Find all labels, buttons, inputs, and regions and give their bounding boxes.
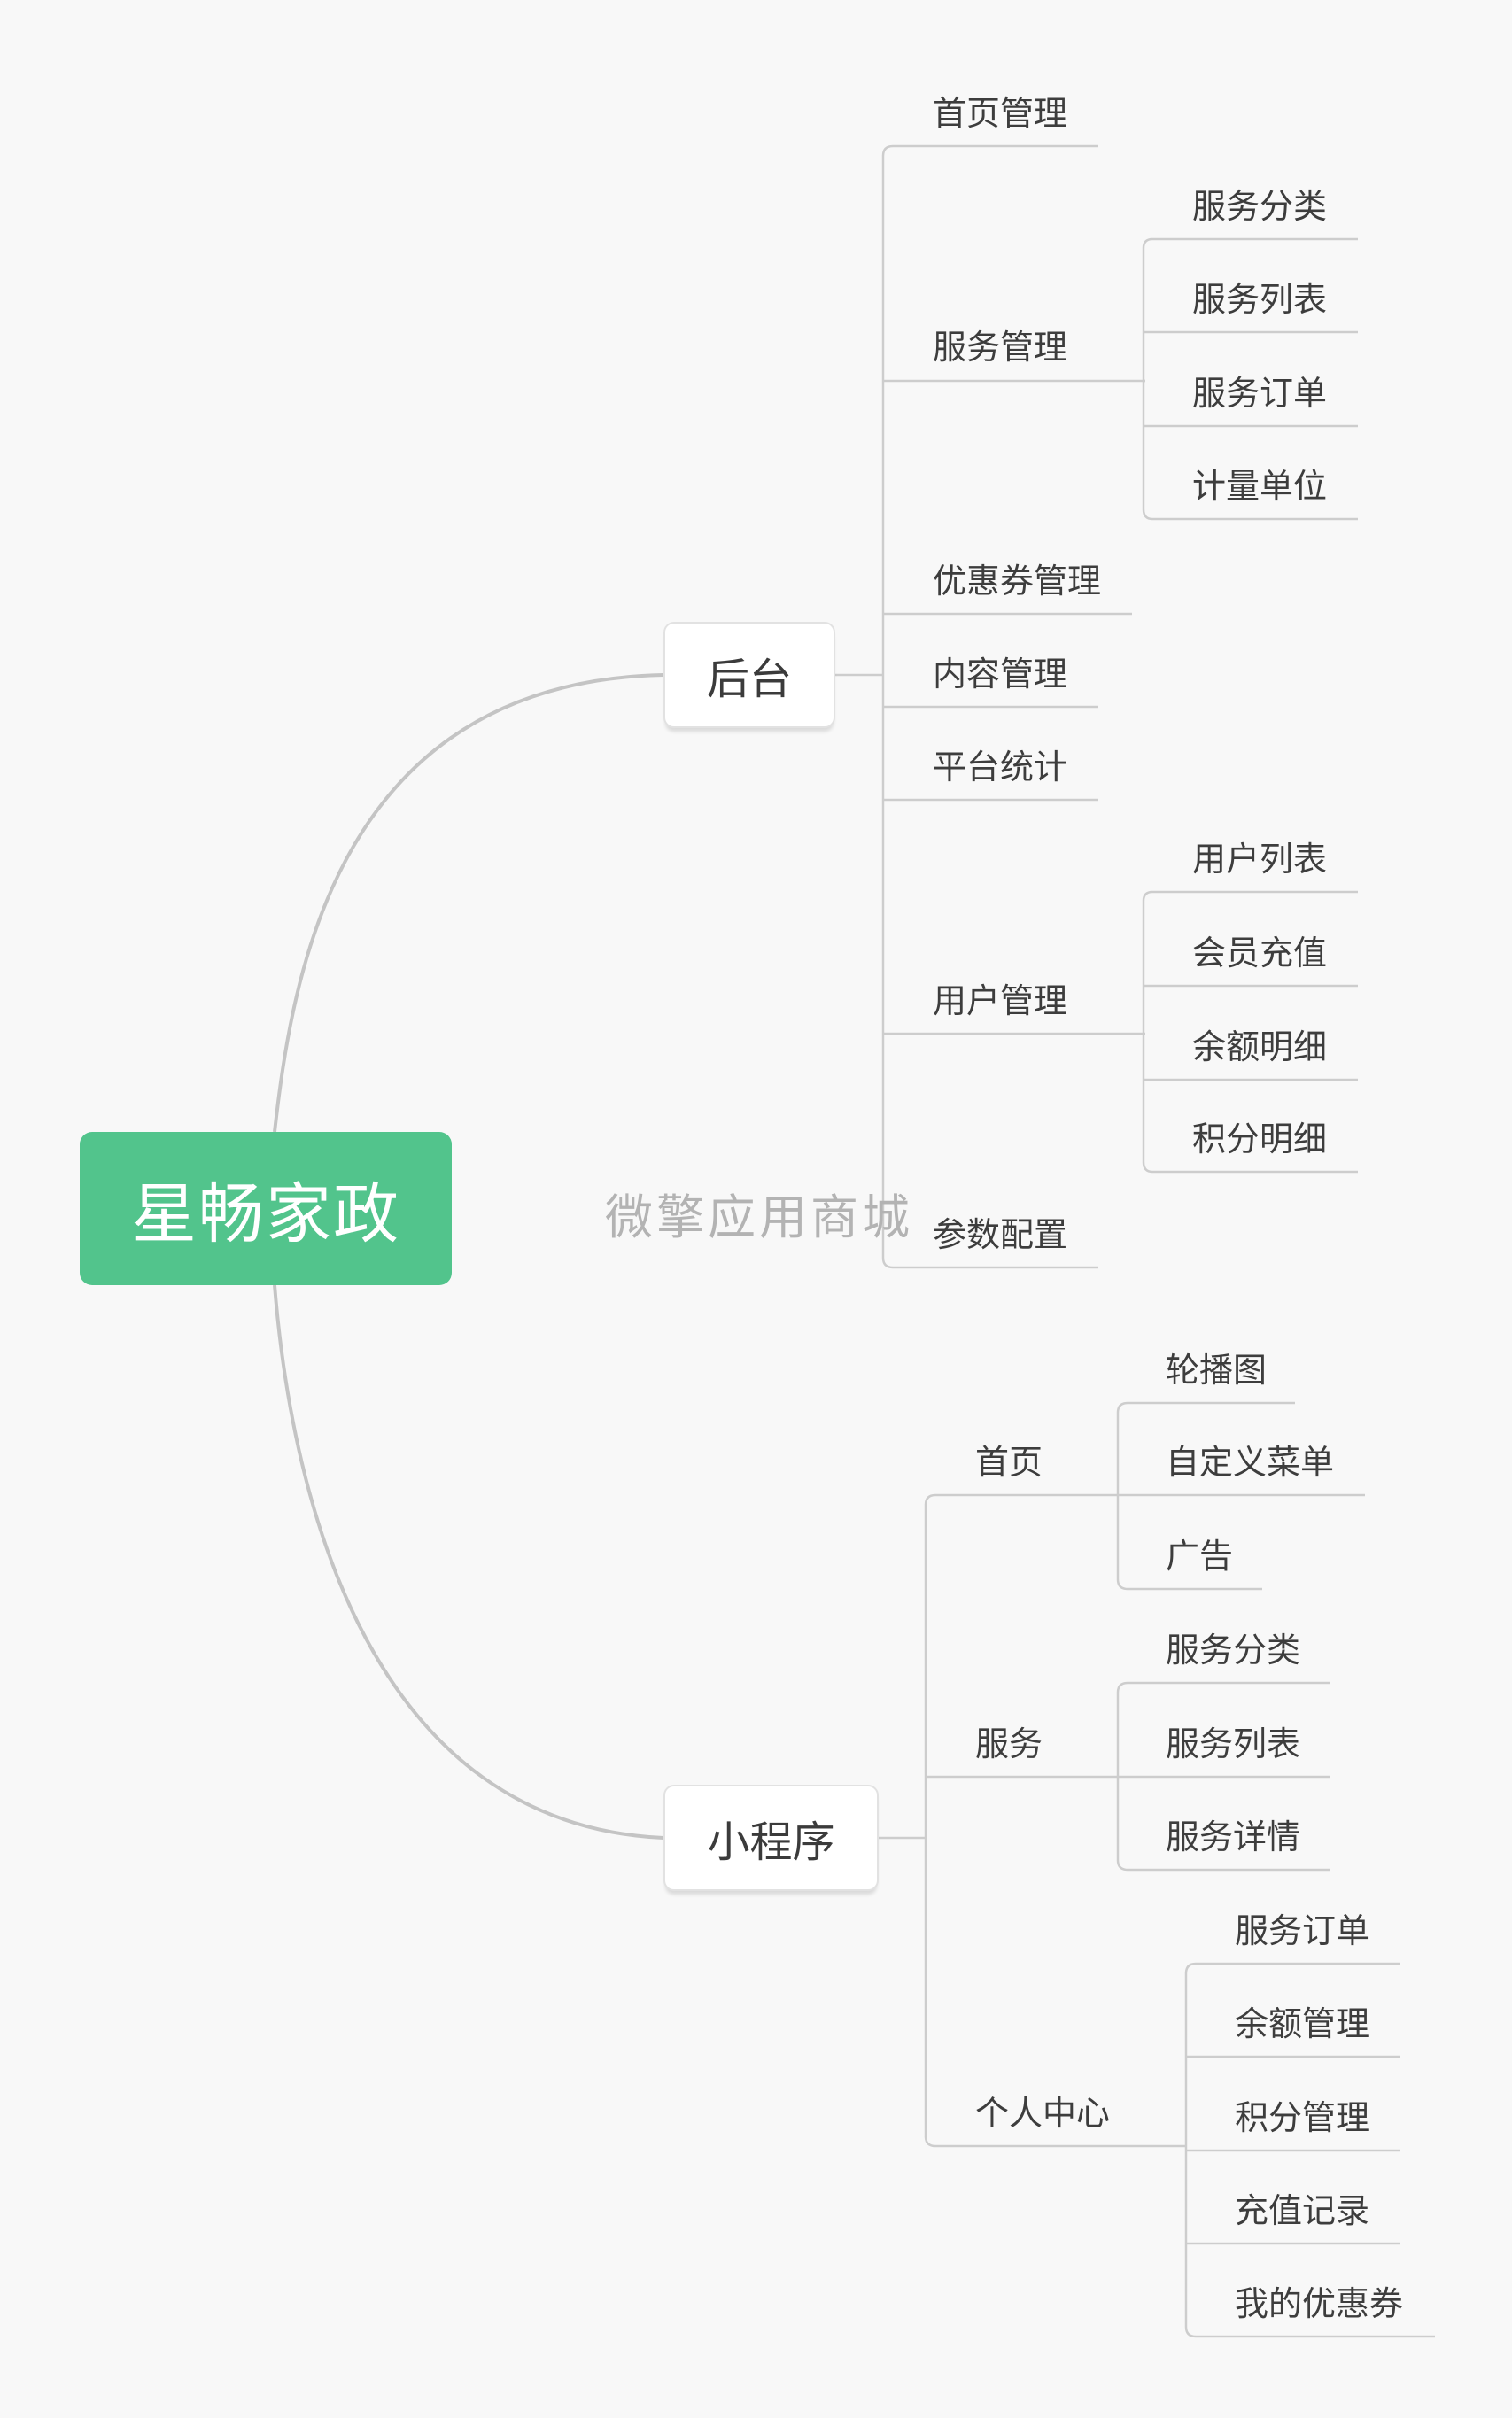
node-coupon-management[interactable]: 优惠券管理 (933, 562, 1102, 601)
branch-backend[interactable]: 后台 (663, 622, 835, 728)
branch-miniprogram[interactable]: 小程序 (663, 1785, 879, 1891)
watermark: 微擎应用商城 (605, 1190, 913, 1245)
root-node[interactable]: 星畅家政 (80, 1132, 452, 1285)
node-platform-stats[interactable]: 平台统计 (933, 748, 1068, 787)
node-unit[interactable]: 计量单位 (1192, 467, 1328, 506)
node-mini-service-order[interactable]: 服务订单 (1235, 1911, 1370, 1950)
node-balance-detail[interactable]: 余额明细 (1192, 1027, 1328, 1066)
node-points-management[interactable]: 积分管理 (1235, 2098, 1370, 2137)
node-mini-home[interactable]: 首页 (975, 1443, 1043, 1482)
node-service-order[interactable]: 服务订单 (1192, 374, 1328, 413)
node-member-recharge[interactable]: 会员充值 (1192, 934, 1328, 973)
node-mini-personal[interactable]: 个人中心 (975, 2094, 1111, 2133)
node-user-list[interactable]: 用户列表 (1192, 840, 1328, 879)
node-mini-service-detail[interactable]: 服务详情 (1166, 1817, 1301, 1856)
node-ad[interactable]: 广告 (1166, 1537, 1234, 1576)
node-service-management[interactable]: 服务管理 (933, 328, 1068, 367)
node-service-list[interactable]: 服务列表 (1192, 280, 1328, 319)
node-mini-service-category[interactable]: 服务分类 (1166, 1631, 1301, 1670)
node-custom-menu[interactable]: 自定义菜单 (1166, 1443, 1335, 1482)
node-mini-service[interactable]: 服务 (975, 1724, 1043, 1763)
node-param-config[interactable]: 参数配置 (933, 1215, 1068, 1254)
node-my-coupons[interactable]: 我的优惠券 (1235, 2284, 1404, 2323)
node-points-detail[interactable]: 积分明细 (1192, 1120, 1328, 1159)
node-carousel[interactable]: 轮播图 (1166, 1351, 1268, 1390)
node-mini-service-list[interactable]: 服务列表 (1166, 1724, 1301, 1763)
node-service-category[interactable]: 服务分类 (1192, 187, 1328, 226)
node-user-management[interactable]: 用户管理 (933, 981, 1068, 1020)
node-recharge-record[interactable]: 充值记录 (1235, 2191, 1370, 2230)
node-content-management[interactable]: 内容管理 (933, 655, 1068, 694)
node-balance-management[interactable]: 余额管理 (1235, 2004, 1370, 2043)
node-home-management[interactable]: 首页管理 (933, 94, 1068, 133)
